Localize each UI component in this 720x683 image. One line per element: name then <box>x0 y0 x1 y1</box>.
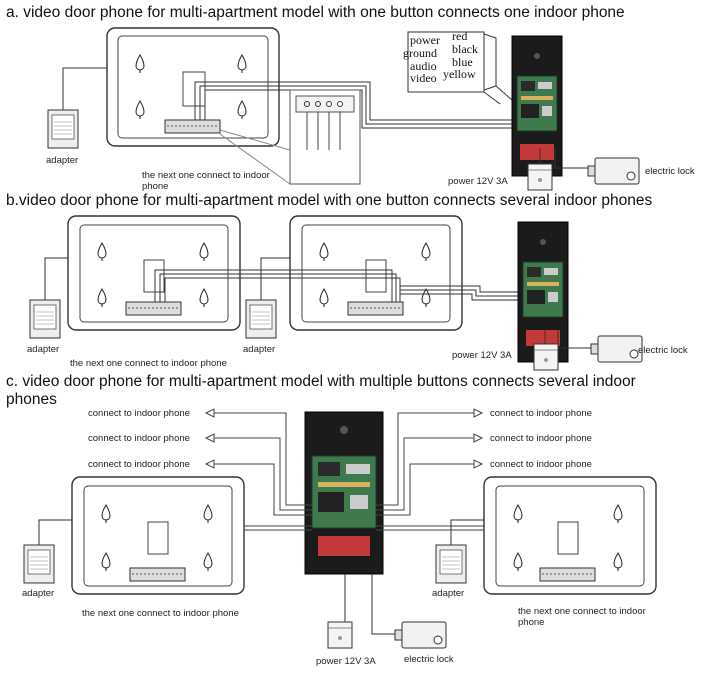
section-c-title: c. video door phone for multi-apartment … <box>6 373 636 408</box>
lock-label-c: electric lock <box>404 654 454 665</box>
connect-right-1: connect to indoor phone <box>490 408 592 419</box>
section-a-diagram <box>47 27 640 191</box>
adapter-label-a: adapter <box>46 155 79 166</box>
adapter-label-c1: adapter <box>22 588 55 599</box>
section-b-title: b.video door phone for multi-apartment m… <box>6 192 653 209</box>
section-a-title: a. video door phone for multi-apartment … <box>6 4 625 21</box>
next-connect-label-c1: the next one connect to indoor phone <box>82 608 239 619</box>
next-connect-label-a: the next one connect to indoor phone <box>142 170 270 192</box>
connect-right-2: connect to indoor phone <box>490 433 592 444</box>
connect-left-3: connect to indoor phone <box>88 459 190 470</box>
power-label-c: power 12V 3A <box>316 656 376 667</box>
adapter-label-b2: adapter <box>243 344 276 355</box>
adapter-label-b1: adapter <box>27 344 60 355</box>
next-connect-label-c2: the next one connect to indoor phone <box>518 606 646 628</box>
lock-label-a: electric lock <box>645 166 695 177</box>
connect-left-2: connect to indoor phone <box>88 433 190 444</box>
next-connect-label-b: the next one connect to indoor phone <box>70 358 227 369</box>
section-c-diagram <box>23 408 657 649</box>
power-label-b: power 12V 3A <box>452 350 512 361</box>
connect-right-3: connect to indoor phone <box>490 459 592 470</box>
connect-left-1: connect to indoor phone <box>88 408 190 419</box>
adapter-label-c2: adapter <box>432 588 465 599</box>
section-b-diagram <box>29 215 643 371</box>
lock-label-b: electric lock <box>638 345 688 356</box>
power-label-a: power 12V 3A <box>448 176 508 187</box>
